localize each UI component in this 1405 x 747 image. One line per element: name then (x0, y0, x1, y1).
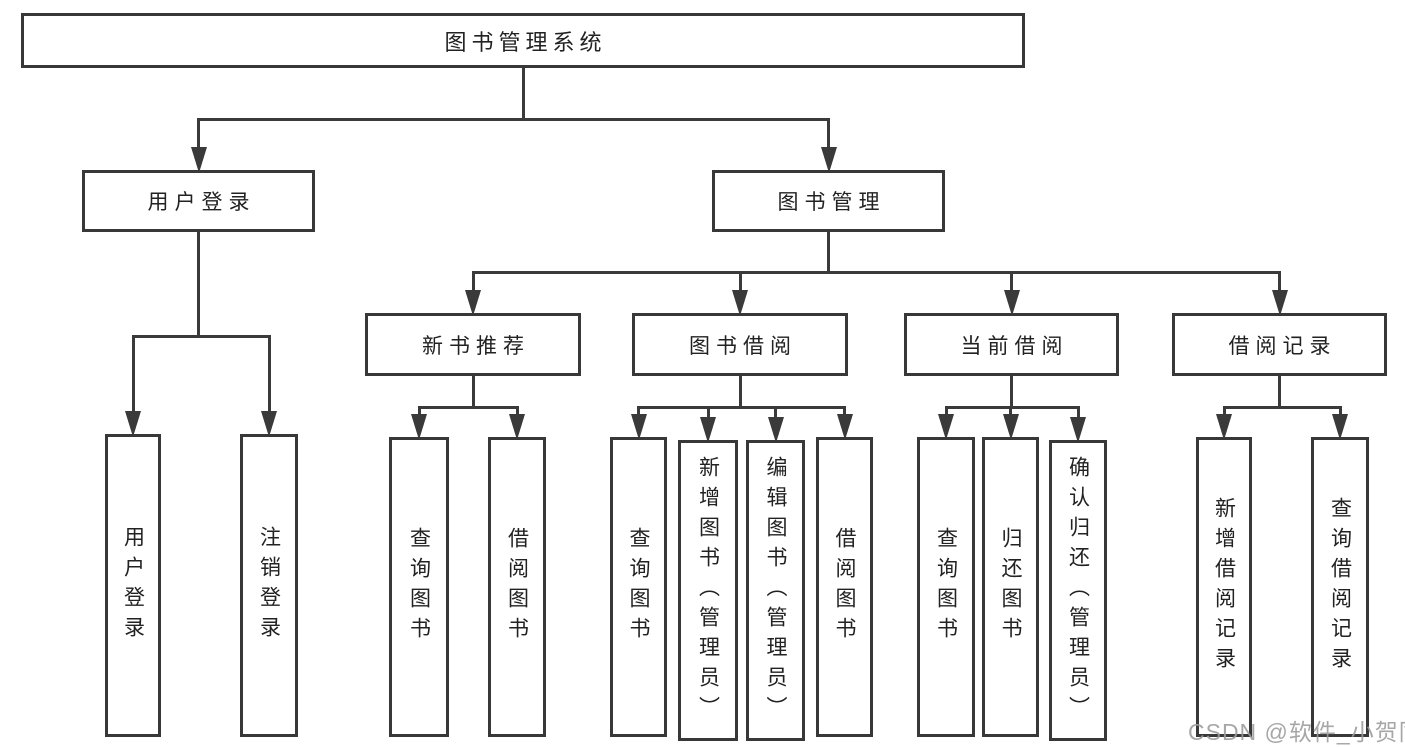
arrow-down-icon (261, 411, 277, 437)
connector-line (197, 231, 200, 338)
connector-line (827, 119, 830, 162)
node-leaf-logout: 注销登录 (240, 434, 298, 737)
connector-line (738, 272, 742, 305)
connector-line (131, 336, 135, 426)
connector-line (944, 405, 1080, 409)
node-borrow-book-1: 借阅图书 (488, 437, 546, 737)
node-query-book-3: 查询图书 (917, 437, 975, 737)
arrow-down-icon (732, 290, 748, 316)
arrow-down-icon (700, 417, 716, 443)
connector-line (197, 117, 830, 121)
arrow-down-icon (465, 290, 481, 316)
arrow-down-icon (1070, 417, 1086, 443)
connector-line (197, 119, 200, 162)
arrow-down-icon (1002, 414, 1019, 440)
node-query-record: 查询借阅记录 (1311, 437, 1369, 737)
connector-line (1278, 375, 1281, 409)
node-borrow-book-2: 借阅图书 (816, 437, 873, 737)
connector-line (471, 375, 475, 409)
connector-line (521, 67, 525, 121)
connector-line (131, 334, 271, 338)
connector-line (637, 405, 846, 409)
arrow-down-icon (190, 147, 207, 173)
arrow-down-icon (125, 411, 141, 437)
node-root: 图书管理系统 (21, 13, 1025, 68)
connector-line (738, 375, 742, 409)
connector-line (1278, 272, 1281, 305)
node-user-login: 用户登录 (82, 170, 315, 232)
arrow-down-icon (767, 417, 784, 443)
arrow-down-icon (1003, 290, 1020, 316)
connector-line (471, 272, 475, 305)
node-query-book-2: 查询图书 (610, 437, 667, 737)
connector-line (267, 336, 271, 426)
node-edit-book: 编辑图书（管理员） (746, 440, 805, 741)
node-query-book-1: 查询图书 (389, 437, 449, 737)
arrow-down-icon (1216, 414, 1232, 440)
arrow-down-icon (1332, 414, 1348, 440)
node-add-record: 新增借阅记录 (1196, 437, 1252, 737)
connector-line (1010, 375, 1013, 409)
node-borrow-records: 借阅记录 (1172, 313, 1387, 376)
arrow-down-icon (630, 414, 647, 440)
arrow-down-icon (820, 147, 837, 173)
node-leaf-user-login: 用户登录 (105, 434, 161, 737)
node-confirm-return: 确认归还（管理员） (1049, 440, 1107, 741)
arrow-down-icon (411, 414, 427, 440)
node-current-borrow: 当前借阅 (904, 313, 1119, 376)
node-add-book: 新增图书（管理员） (678, 440, 738, 741)
arrow-down-icon (938, 414, 954, 440)
connector-line (417, 405, 519, 409)
connector-line (827, 231, 830, 274)
csdn-watermark: CSDN @软件_小贺同学 (1188, 719, 1405, 745)
connector-line (1010, 272, 1013, 305)
arrow-down-icon (1271, 290, 1288, 316)
arrow-down-icon (509, 414, 525, 440)
connector-line (471, 270, 1281, 274)
connector-line (1222, 405, 1342, 409)
node-book-borrow: 图书借阅 (632, 313, 848, 376)
node-book-mgmt: 图书管理 (712, 170, 945, 232)
arrow-down-icon (836, 414, 853, 440)
node-return-book: 归还图书 (982, 437, 1039, 737)
node-new-book-rec: 新书推荐 (365, 313, 581, 376)
